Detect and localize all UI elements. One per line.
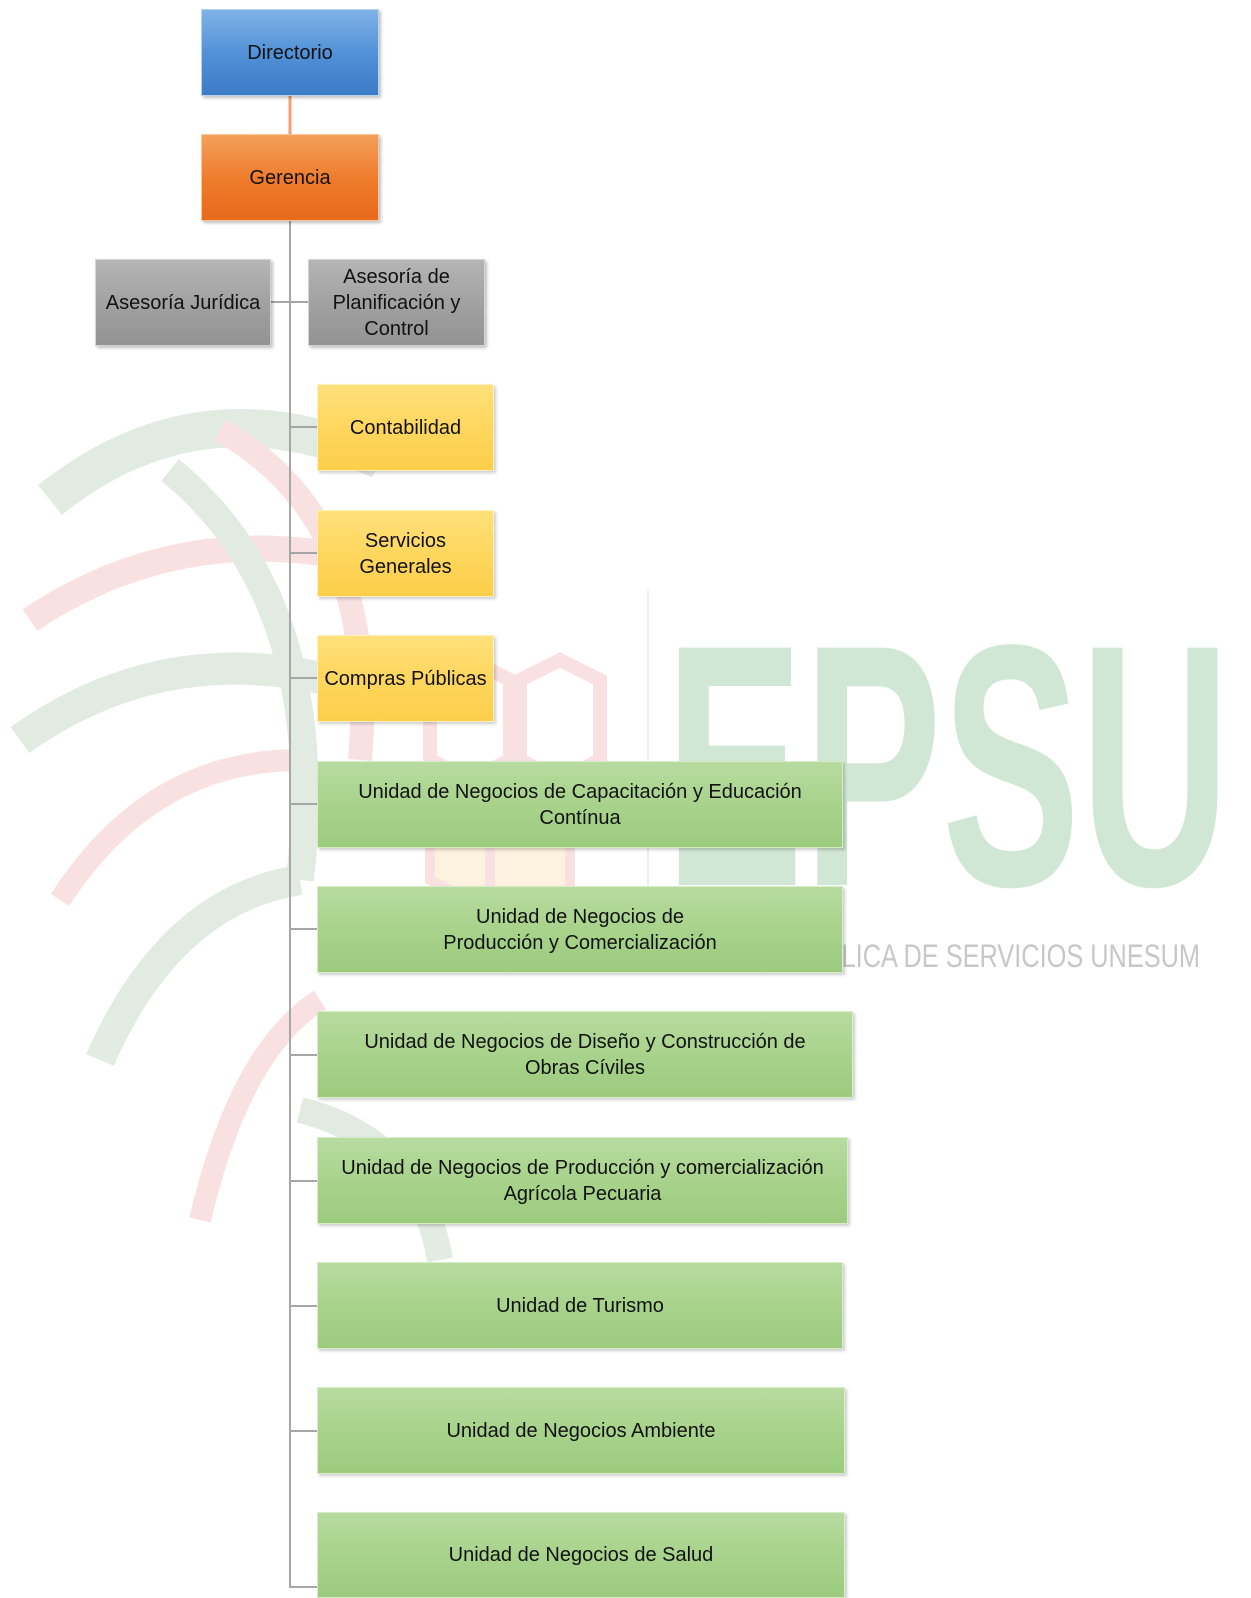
servicios-generales-label: Servicios Generales (359, 529, 452, 578)
gerencia-label: Gerencia (249, 166, 331, 189)
unit-produccion-comercializacion-box: Unidad de Negocios de Producción y Comer… (317, 886, 843, 973)
asesoria-planificacion-box: Asesoría de Planificación y Control (308, 259, 485, 346)
asesoria-planificacion-label: Asesoría de Planificación y Control (332, 265, 461, 340)
compras-publicas-box: Compras Públicas (317, 635, 494, 722)
unit-salud-label: Unidad de Negocios de Salud (448, 1544, 714, 1566)
compras-publicas-label: Compras Públicas (324, 667, 487, 690)
asesoria-juridica-label: Asesoría Jurídica (105, 291, 261, 314)
unit-capacitacion-box: Unidad de Negocios de Capacitación y Edu… (317, 761, 843, 848)
unit-salud-box: Unidad de Negocios de Salud (317, 1512, 845, 1598)
contabilidad-label: Contabilidad (349, 416, 462, 439)
unit-diseno-construccion-box: Unidad de Negocios de Diseño y Construcc… (317, 1011, 853, 1098)
directorio-label: Directorio (247, 41, 333, 64)
servicios-generales-box: Servicios Generales (317, 510, 494, 597)
contabilidad-box: Contabilidad (317, 384, 494, 471)
directorio-box: Directorio (201, 9, 379, 96)
unit-agricola-pecuaria-box: Unidad de Negocios de Producción y comer… (317, 1137, 848, 1224)
unit-ambiente-label: Unidad de Negocios Ambiente (446, 1419, 716, 1442)
gerencia-box: Gerencia (201, 134, 379, 221)
asesoria-juridica-box: Asesoría Jurídica (95, 259, 271, 346)
unit-turismo-box: Unidad de Turismo (317, 1262, 843, 1349)
unit-diseno-construccion-label: Unidad de Negocios de Diseño y Construcc… (364, 1030, 806, 1079)
unit-agricola-pecuaria-label: Unidad de Negocios de Producción y comer… (341, 1156, 824, 1205)
unit-capacitacion-label: Unidad de Negocios de Capacitación y Edu… (358, 780, 802, 829)
unit-turismo-label: Unidad de Turismo (496, 1294, 664, 1317)
unit-produccion-comercializacion-label: Unidad de Negocios de Producción y Comer… (443, 905, 717, 954)
unit-ambiente-box: Unidad de Negocios Ambiente (317, 1387, 845, 1474)
